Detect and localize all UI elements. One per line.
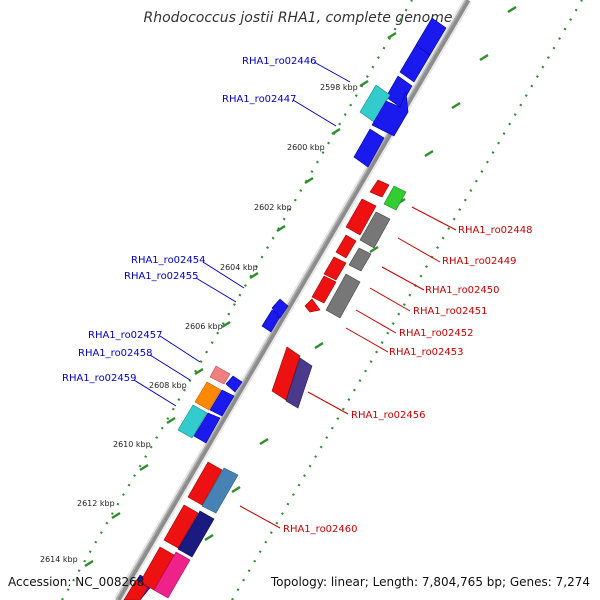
gene-label[interactable]: RHA1_ro02449 (442, 256, 517, 267)
gene-label[interactable]: RHA1_ro02460 (283, 524, 358, 535)
gene-ro02446[interactable] (359, 84, 391, 123)
tick-label: 2604 kbp (220, 263, 258, 272)
accession: Accession: NC_008268 (8, 575, 144, 589)
gene-forward[interactable] (353, 128, 385, 168)
gene-forward[interactable] (193, 412, 221, 444)
gene-ro02451[interactable] (323, 256, 347, 281)
backbone-highlight (115, 0, 467, 600)
tick-label: 2608 kbp (149, 381, 187, 390)
tick-label: 2600 kbp (287, 143, 325, 152)
gene-ro02455[interactable] (271, 298, 289, 319)
gene-label[interactable]: RHA1_ro02446 (242, 56, 317, 67)
gene-ro02447[interactable] (371, 91, 409, 137)
gene-forward[interactable] (385, 75, 413, 108)
tick-label: 2612 kbp (77, 499, 115, 508)
upper-tick-track (61, 0, 413, 600)
gene-ro02456[interactable] (271, 346, 301, 401)
major-ticks (84, 5, 517, 568)
gene-ro02459[interactable] (177, 404, 208, 439)
gene-navy[interactable] (177, 510, 215, 558)
gene-reverse[interactable] (123, 579, 149, 600)
reverse-genes (123, 179, 407, 600)
tick-label: 2614 kbp (40, 555, 78, 564)
reverse-label-group: RHA1_ro02448 RHA1_ro02449 RHA1_ro02450 R… (239, 206, 533, 535)
gene-ro02452[interactable] (311, 275, 337, 304)
gene-ro02457[interactable] (209, 365, 231, 385)
gene-ro02449[interactable] (345, 198, 377, 236)
gene-reverse[interactable] (163, 504, 199, 549)
gene-ro02453[interactable] (304, 298, 321, 313)
gene-ro02460[interactable] (201, 467, 239, 514)
gene-label[interactable]: RHA1_ro02457 (88, 330, 163, 341)
genome-summary: Topology: linear; Length: 7,804,765 bp; … (270, 575, 590, 589)
tick-label: 2602 kbp (254, 203, 292, 212)
tick-label: 2610 kbp (113, 440, 151, 449)
gene-label[interactable]: RHA1_ro02454 (131, 255, 206, 266)
gene-forward[interactable] (399, 44, 431, 83)
tick-label: 2606 kbp (185, 322, 223, 331)
gene-label[interactable]: RHA1_ro02451 (413, 306, 488, 317)
gene-label[interactable]: RHA1_ro02458 (78, 348, 153, 359)
gene-forward[interactable] (225, 375, 243, 393)
gene-label[interactable]: RHA1_ro02453 (389, 347, 464, 358)
tick-label: 2598 kbp (320, 83, 358, 92)
gene-ro02458[interactable] (194, 381, 222, 411)
gene-label[interactable]: RHA1_ro02447 (222, 94, 297, 105)
gene-label[interactable]: RHA1_ro02448 (458, 225, 533, 236)
gene-label[interactable]: RHA1_ro02459 (62, 373, 137, 384)
gene-grey[interactable] (325, 273, 361, 319)
gene-grey[interactable] (359, 211, 391, 249)
gene-label[interactable]: RHA1_ro02450 (425, 285, 500, 296)
gene-forward[interactable] (209, 389, 235, 417)
gene-grey[interactable] (348, 247, 372, 272)
gene-reverse[interactable] (187, 461, 223, 506)
backbone (115, 0, 471, 600)
gene-pink[interactable] (153, 551, 191, 599)
gene-forward-green[interactable] (383, 185, 407, 211)
map-title: Rhodococcus jostii RHA1, complete genome (143, 10, 452, 26)
gene-ro02448[interactable] (369, 179, 390, 198)
gene-label[interactable]: RHA1_ro02456 (351, 410, 426, 421)
gene-label[interactable]: RHA1_ro02452 (399, 328, 474, 339)
forward-label-group: RHA1_ro02446 RHA1_ro02447 RHA1_ro02454 R… (62, 56, 351, 407)
gene-purple[interactable] (285, 357, 313, 409)
gene-ro02450[interactable] (335, 234, 357, 259)
gene-label[interactable]: RHA1_ro02455 (124, 271, 199, 282)
